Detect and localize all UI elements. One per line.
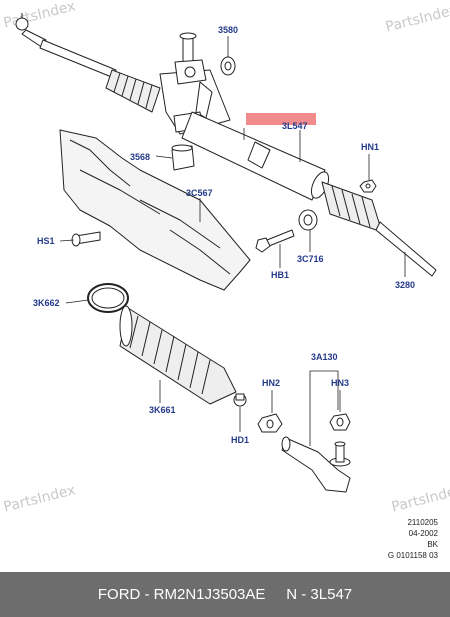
label-3580: 3580 <box>218 25 238 35</box>
part-3568-bracket <box>171 144 195 171</box>
part-3c716-bushing <box>298 209 318 231</box>
label-hs1: HS1 <box>37 236 55 246</box>
part-3c567-heat-shield <box>59 129 251 291</box>
rack-left-bellows <box>105 69 161 113</box>
label-hn1: HN1 <box>361 142 379 152</box>
label-3568: 3568 <box>130 152 150 162</box>
part-hn3-nut <box>329 413 351 431</box>
part-number-footer: FORD - RM2N1J3503AE N - 3L547 <box>0 572 450 617</box>
label-3l547: 3L547 <box>282 121 308 131</box>
note-line: 2110205 <box>407 518 438 527</box>
part-3a130-tie-rod-end <box>281 436 351 493</box>
footer-spacer <box>265 586 286 603</box>
part-hb1-bolt <box>255 229 295 253</box>
label-3k662: 3K662 <box>33 298 60 308</box>
note-line: G 0101158 03 <box>387 551 438 560</box>
part-3k661-boot <box>119 305 237 405</box>
part-hd1-clip <box>233 393 247 407</box>
label-hn2: HN2 <box>262 378 280 388</box>
footer-part-number: FORD - RM2N1J3503AE <box>97 586 266 603</box>
part-3580-seal <box>220 56 236 76</box>
part-hs1-screw <box>71 231 101 247</box>
label-hb1: HB1 <box>271 270 289 280</box>
label-hn3: HN3 <box>331 378 349 388</box>
part-hn1-nut <box>359 179 377 193</box>
note-line: BK <box>427 540 438 549</box>
label-3k661: 3K661 <box>149 405 176 415</box>
parts-diagram: 3580 3L547 HN1 3568 3C567 HS1 HB1 3C716 … <box>15 13 437 493</box>
label-hd1: HD1 <box>231 435 249 445</box>
leader-lines <box>59 36 406 446</box>
part-3k662-clamp <box>87 283 129 313</box>
left-tie-rod-end <box>15 13 117 79</box>
label-3c567: 3C567 <box>186 188 213 198</box>
label-3280: 3280 <box>395 280 415 290</box>
highlight-3l547 <box>246 113 316 125</box>
right-tie-rod <box>375 221 437 277</box>
label-3c716: 3C716 <box>297 254 324 264</box>
drawing-notes: 2110205 04-2002 BK G 0101158 03 <box>388 518 438 560</box>
label-3a130: 3A130 <box>311 352 338 362</box>
part-hn2-nut <box>257 413 283 433</box>
footer-reference: N - 3L547 <box>286 586 353 603</box>
note-line: 04-2002 <box>408 529 438 538</box>
